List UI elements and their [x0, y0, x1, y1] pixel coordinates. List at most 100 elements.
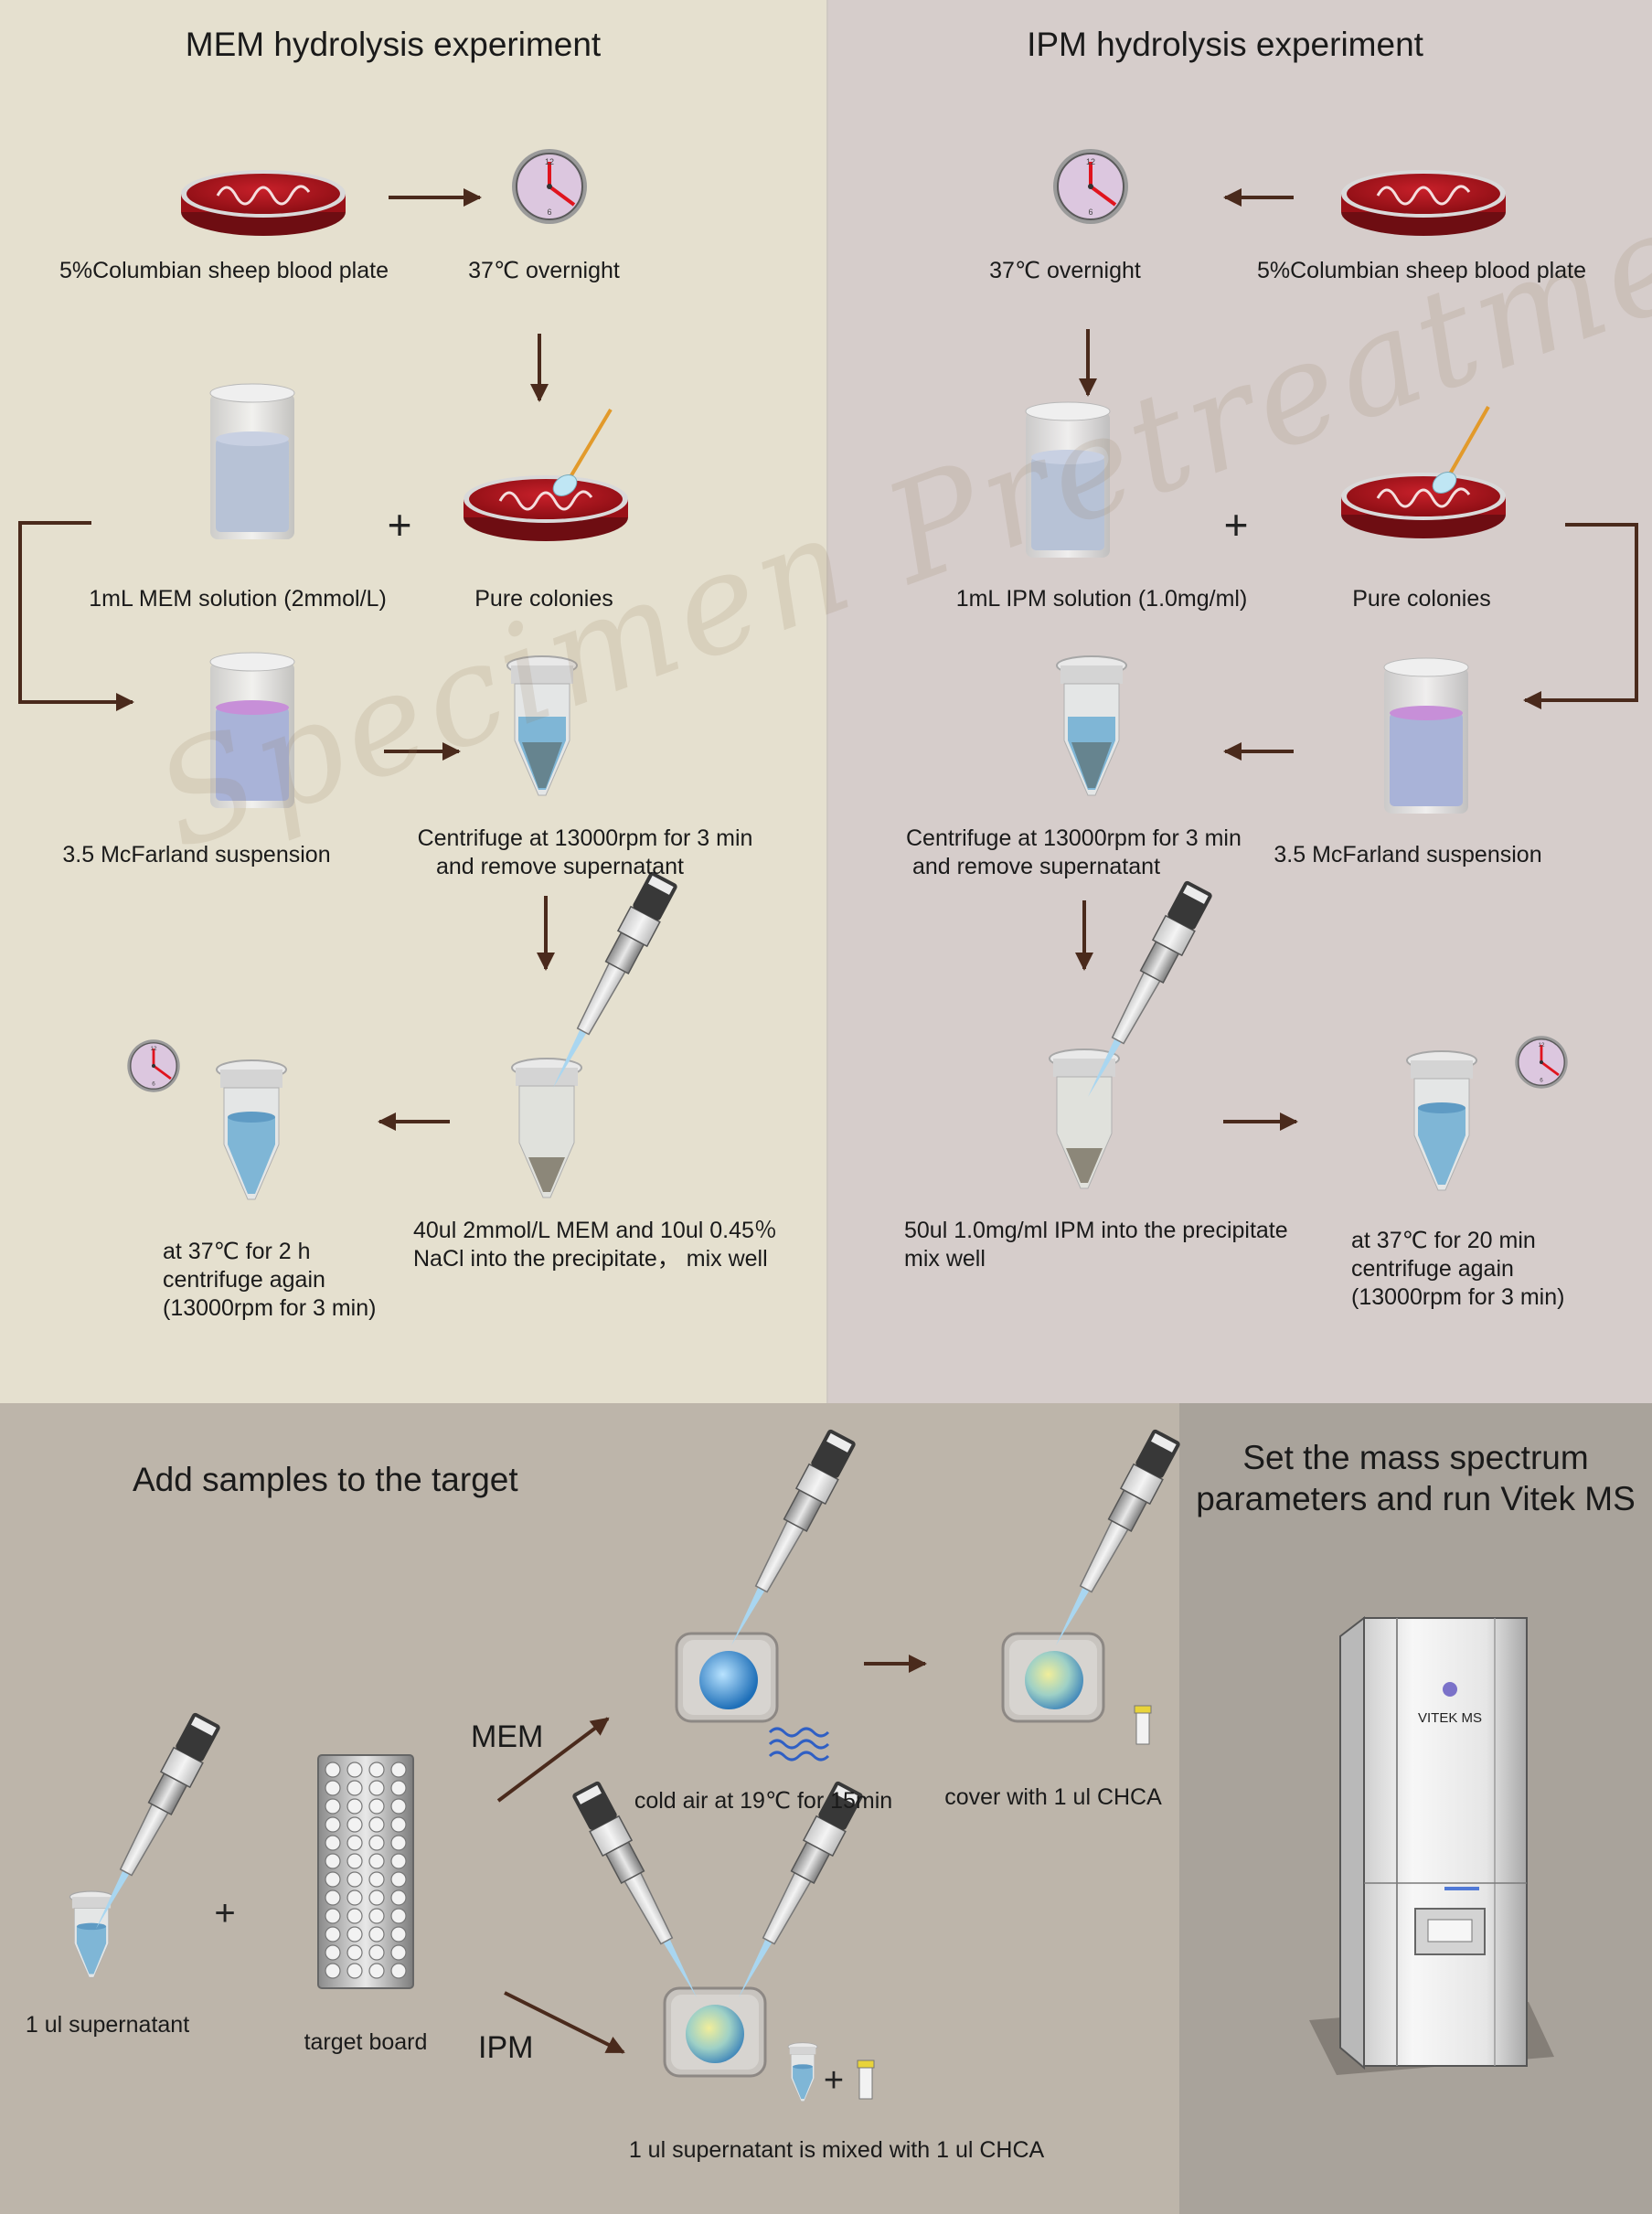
beaker-icon [209, 383, 295, 540]
target-well [390, 1780, 407, 1796]
chca-vial-icon [857, 2060, 875, 2100]
supernatant-label: 1 ul supernatant [25, 2012, 190, 2038]
target-well [390, 1871, 407, 1888]
blood-plate-icon [179, 168, 347, 238]
cold-air-icon [768, 1727, 830, 1762]
target-well [325, 1798, 341, 1815]
target-well [368, 1908, 385, 1924]
target-well [390, 1835, 407, 1851]
target-well [346, 1908, 363, 1924]
ipm-panel [827, 0, 1652, 1403]
target-well [368, 1816, 385, 1833]
blood-plate-icon [1339, 168, 1508, 238]
ipm-suspension-label: 3.5 McFarland suspension [1274, 842, 1542, 868]
blood-plate-icon [1339, 471, 1508, 540]
mem-centrifuge-label-2: and remove supernatant [435, 854, 684, 879]
target-well [325, 1889, 341, 1906]
mem-solution-label: 1mL MEM solution (2mmol/L) [89, 586, 387, 612]
clock-icon [1513, 1034, 1570, 1091]
target-well [325, 1926, 341, 1943]
ipm-final-label-3: (13000rpm for 3 min) [1351, 1284, 1565, 1310]
svg-text:+: + [1224, 501, 1249, 548]
target-well [390, 1963, 407, 1979]
target-well [325, 1963, 341, 1979]
sample-spot [1025, 1651, 1083, 1709]
ipm-centrifuge-label-2: and remove supernatant [912, 854, 1161, 879]
target-well [325, 1871, 341, 1888]
mem-incubate-label: 37℃ overnight [468, 258, 620, 283]
target-well [390, 1889, 407, 1906]
target-well [390, 1798, 407, 1815]
target-well [346, 1816, 363, 1833]
mem-title: MEM hydrolysis experiment [185, 26, 602, 63]
target-well [346, 1780, 363, 1796]
cold-air-label: cold air at 19℃ for 15min [634, 1788, 893, 1814]
ipm-solution-label: 1mL IPM solution (1.0mg/ml) [955, 586, 1248, 612]
beaker-icon [1383, 657, 1469, 814]
ipm-title: IPM hydrolysis experiment [1027, 26, 1423, 63]
mem-add-label: 40ul 2mmol/L MEM and 10ul 0.45％ [413, 1218, 777, 1243]
target-well [390, 1926, 407, 1943]
ipm-centrifuge-label: Centrifuge at 13000rpm for 3 min [906, 825, 1242, 851]
svg-text:+: + [388, 501, 412, 548]
mem-final-label-3: (13000rpm for 3 min) [163, 1295, 377, 1321]
chca-vial-icon [1134, 1705, 1152, 1745]
mem-branch-label: MEM [471, 1719, 544, 1754]
target-well [325, 1816, 341, 1833]
target-well [368, 1963, 385, 1979]
target-well [368, 1944, 385, 1961]
mixed-label: 1 ul supernatant is mixed with 1 ul CHCA [628, 2137, 1045, 2163]
target-well [346, 1798, 363, 1815]
target-well [325, 1835, 341, 1851]
vitek-ms-icon: VITEK MS [1309, 1615, 1554, 2075]
swab-icon [552, 408, 613, 496]
target-well [325, 1908, 341, 1924]
target-well [325, 1780, 341, 1796]
mem-final-label-2: centrifuge again [163, 1267, 325, 1293]
target-well [325, 1762, 341, 1778]
clock-icon [1051, 147, 1130, 226]
mem-add-label-2: NaCl into the precipitate， mix well [413, 1246, 768, 1272]
ipm-final-label: at 37℃ for 20 min [1351, 1228, 1536, 1253]
target-well [390, 1853, 407, 1869]
target-well [325, 1944, 341, 1961]
ipm-incubate-label: 37℃ overnight [989, 258, 1141, 283]
swab-icon [1432, 406, 1490, 494]
ms-title-line2: parameters and run Vitek MS [1196, 1480, 1636, 1517]
clock-icon [125, 1038, 182, 1094]
target-well [390, 1908, 407, 1924]
target-well [346, 1762, 363, 1778]
sample-spot [699, 1651, 758, 1709]
mem-colonies-label: Pure colonies [474, 586, 613, 612]
blood-plate-icon [462, 474, 630, 543]
target-title: Add samples to the target [133, 1461, 518, 1498]
instrument-label: VITEK MS [1418, 1710, 1482, 1726]
target-well [368, 1853, 385, 1869]
target-well [368, 1835, 385, 1851]
target-well [346, 1963, 363, 1979]
target-well [368, 1798, 385, 1815]
sample-spot [686, 2005, 744, 2063]
ms-title-line1: Set the mass spectrum [1242, 1439, 1589, 1476]
mem-centrifuge-label: Centrifuge at 13000rpm for 3 min [417, 825, 753, 851]
target-well [390, 1816, 407, 1833]
target-well [390, 1762, 407, 1778]
target-well [346, 1853, 363, 1869]
svg-text:+: + [214, 1893, 235, 1933]
mem-plate-label: 5%Columbian sheep blood plate [59, 258, 389, 283]
ipm-add-label-2: mix well [904, 1246, 986, 1272]
ipm-plate-label: 5%Columbian sheep blood plate [1257, 258, 1586, 283]
ipm-final-label-2: centrifuge again [1351, 1256, 1514, 1282]
target-well [346, 1944, 363, 1961]
target-well [368, 1780, 385, 1796]
clock-icon [510, 147, 589, 226]
mem-suspension-label: 3.5 McFarland suspension [62, 842, 331, 868]
svg-text:+: + [824, 2061, 844, 2100]
target-well [368, 1926, 385, 1943]
target-well [346, 1889, 363, 1906]
target-well [390, 1944, 407, 1961]
target-well [346, 1926, 363, 1943]
target-board-icon [317, 1754, 414, 1989]
